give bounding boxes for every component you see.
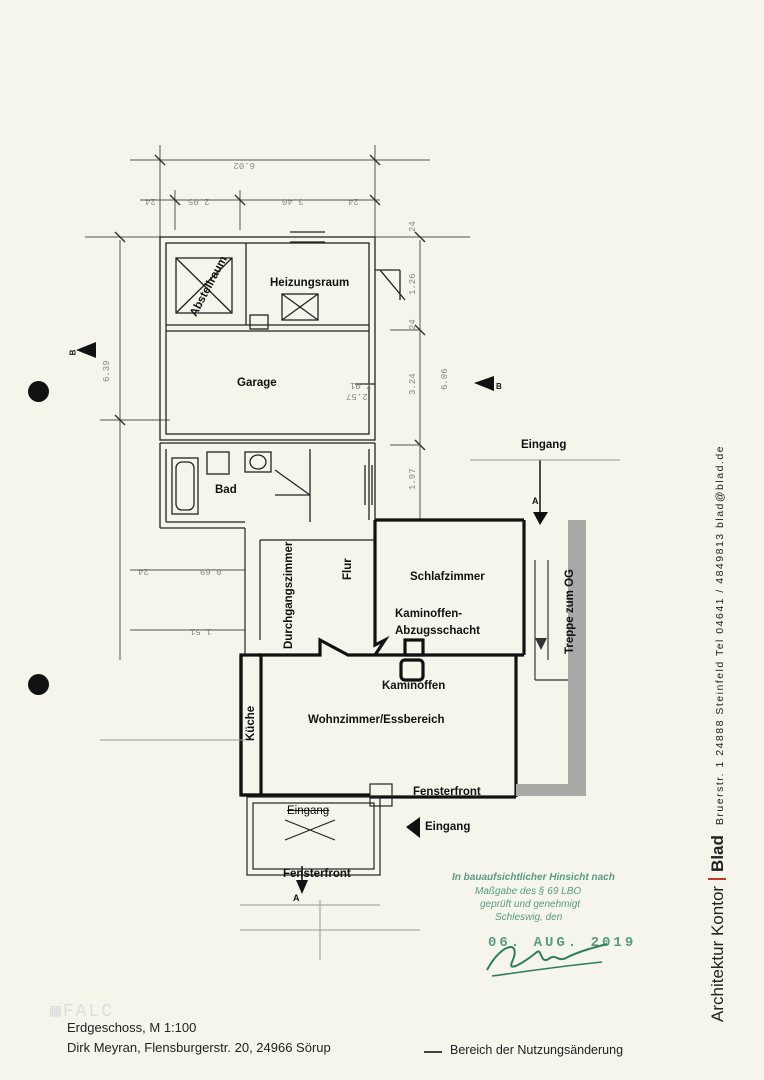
room-label-bad: Bad bbox=[215, 484, 237, 496]
eingang-label-top: Eingang bbox=[521, 439, 567, 451]
firm-sidebar: Architektur Kontor Blad Bruerstr. 1 24888 … bbox=[708, 445, 728, 1022]
room-label-durchgangszimmer: Durchgangszimmer bbox=[283, 541, 295, 649]
dim-top-2: 2.05 bbox=[188, 196, 210, 206]
dim-mid-1: 24 bbox=[138, 566, 149, 576]
watermark-logo: ▦FALC bbox=[50, 1002, 115, 1022]
section-label-b-right: B bbox=[496, 382, 502, 391]
room-label-heizungsraum: Heizungsraum bbox=[270, 277, 350, 289]
change-of-use-boundary bbox=[239, 518, 526, 799]
room-label-flur: Flur bbox=[342, 558, 354, 580]
signature-icon bbox=[486, 943, 608, 977]
room-label-kueche: Küche bbox=[245, 705, 257, 741]
eingang-label-bottom: Eingang bbox=[425, 821, 471, 833]
fensterfront-label-bottom: Fensterfront bbox=[283, 868, 351, 880]
room-label-kaminoffen-schacht-line2: Abzugsschacht bbox=[395, 625, 480, 637]
dim-top-4: 24 bbox=[348, 196, 359, 206]
fensterfront-label-right: Fensterfront bbox=[413, 786, 481, 798]
dim-right-2: 1.26 bbox=[408, 273, 418, 295]
entry-arrow-lines bbox=[301, 460, 541, 880]
section-label-a-bottom: A bbox=[293, 893, 300, 903]
dim-mid-2: 0.69 bbox=[200, 566, 222, 576]
stamp-line1: In bauaufsichtlicher Hinsicht nach bbox=[452, 872, 615, 883]
stair-shaft bbox=[516, 520, 586, 796]
section-label-b-left: B bbox=[68, 349, 78, 356]
dim-left-height: 6.39 bbox=[102, 360, 112, 382]
room-label-garage: Garage bbox=[237, 377, 277, 389]
faint-lines bbox=[100, 459, 620, 960]
stamp-line4: Schleswig, den bbox=[495, 912, 563, 923]
firm-name-bold: Blad bbox=[708, 835, 727, 872]
binder-hole-bottom bbox=[28, 674, 49, 695]
stamp-line2: Maßgabe des § 69 LBO bbox=[475, 886, 582, 897]
stamp-line3: geprüft und genehmigt bbox=[480, 899, 581, 910]
room-label-kaminoffen-schacht-line1: Kaminoffen- bbox=[395, 608, 463, 620]
dim-top-total: 6.02 bbox=[233, 160, 255, 170]
dim-right-5: 1.97 bbox=[408, 468, 418, 490]
room-label-schlafzimmer: Schlafzimmer bbox=[410, 571, 485, 583]
binder-hole-top bbox=[28, 381, 49, 402]
legend-label: Bereich der Nutzungsänderung bbox=[450, 1043, 624, 1057]
interior-walls bbox=[244, 528, 393, 876]
dim-right-4: 3.24 bbox=[408, 373, 418, 395]
firm-address: Bruerstr. 1 24888 Steinfeld Tel 04641 / … bbox=[714, 444, 726, 826]
dim-right-1: 24 bbox=[408, 221, 418, 232]
section-markers bbox=[76, 342, 548, 894]
existing-walls bbox=[159, 231, 406, 529]
dim-top-1: 24 bbox=[145, 196, 156, 206]
dim-right-3: 24 bbox=[408, 319, 418, 330]
firm-separator bbox=[708, 877, 726, 880]
dim-garage-2: 2.57 bbox=[346, 391, 368, 401]
room-label-kaminoffen: Kaminoffen bbox=[382, 680, 446, 692]
firm-name: Architektur Kontor bbox=[708, 885, 727, 1022]
section-label-a-top: A bbox=[532, 496, 539, 506]
caption-owner-address: Dirk Meyran, Flensburgerstr. 20, 24966 S… bbox=[67, 1040, 331, 1055]
caption-floor-scale: Erdgeschoss, M 1:100 bbox=[67, 1020, 197, 1035]
dim-top-3: 3.40 bbox=[282, 196, 304, 206]
legend-dash-line bbox=[424, 1051, 442, 1053]
dim-garage-1: 7.01 bbox=[350, 380, 372, 390]
dimension-lines bbox=[85, 145, 470, 660]
room-label-treppe: Treppe zum OG bbox=[564, 569, 576, 654]
dim-mid-3: 1.51 bbox=[190, 626, 212, 636]
room-label-wohnzimmer: Wohnzimmer/Essbereich bbox=[308, 714, 445, 726]
eingang-label-struck: Eingang bbox=[287, 805, 330, 817]
dimension-ticks bbox=[114, 154, 426, 451]
dim-right-height: 6.06 bbox=[440, 368, 450, 390]
